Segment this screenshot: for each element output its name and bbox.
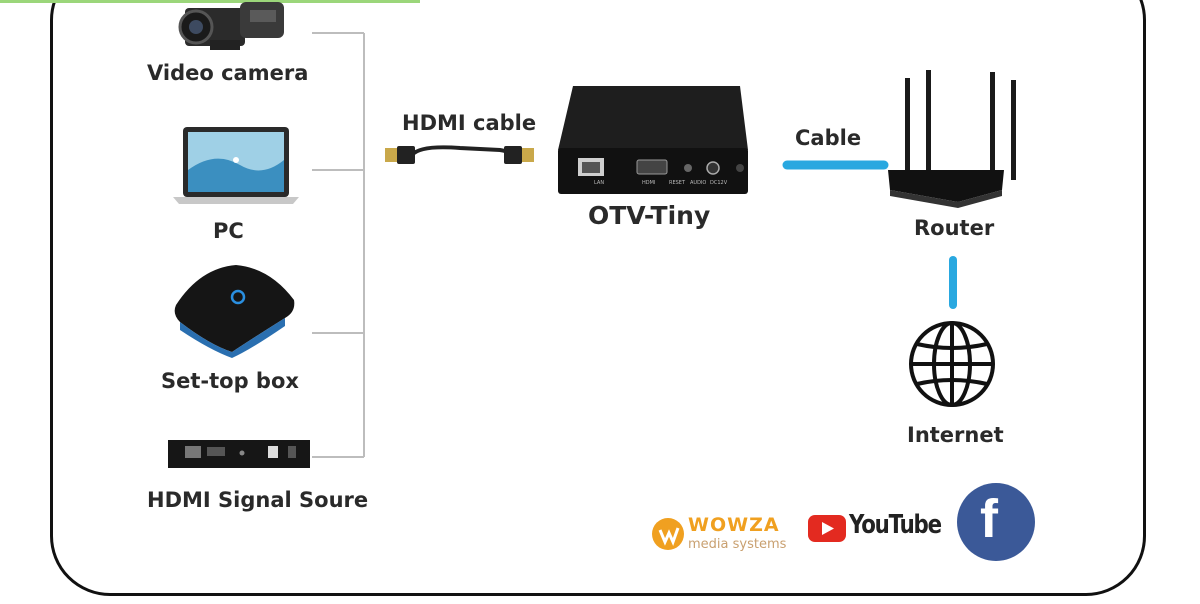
youtube-logo-icon [808, 515, 846, 542]
port-label-audio: AUDIO [690, 180, 707, 186]
source-bracket [312, 32, 365, 458]
wowza-tagline: media systems [688, 537, 787, 552]
label-cable: Cable [795, 126, 862, 150]
hdmi-source-box-icon [168, 440, 310, 468]
label-hdmi-signal-source: HDMI Signal Soure [147, 488, 369, 512]
router-icon [888, 70, 1016, 208]
label-router: Router [914, 216, 995, 240]
port-label-lan: LAN [594, 180, 605, 186]
facebook-letter: f [980, 489, 998, 549]
top-accent-bar [0, 0, 420, 3]
set-top-box-icon [174, 265, 295, 358]
globe-icon [909, 321, 995, 407]
label-internet: Internet [907, 423, 1004, 447]
label-hdmi-cable: HDMI cable [402, 111, 537, 135]
wowza-wordmark: WOWZA [688, 514, 780, 536]
port-label-dc12v: DC12V [710, 180, 728, 186]
hdmi-cable-icon [385, 145, 534, 164]
label-set-top-box: Set-top box [161, 369, 299, 393]
port-label-reset: RESET [669, 180, 686, 186]
video-camera-icon [178, 2, 284, 50]
label-pc: PC [213, 219, 244, 243]
otv-tiny-device [558, 86, 748, 194]
port-label-hdmi: HDMI [642, 180, 656, 186]
youtube-wordmark: YouTube [849, 510, 942, 540]
laptop-icon [173, 127, 299, 204]
facebook-logo-icon [957, 483, 1035, 561]
wowza-logo-icon [652, 518, 684, 550]
label-otv-tiny: OTV-Tiny [588, 201, 711, 230]
label-video-camera: Video camera [147, 61, 309, 85]
